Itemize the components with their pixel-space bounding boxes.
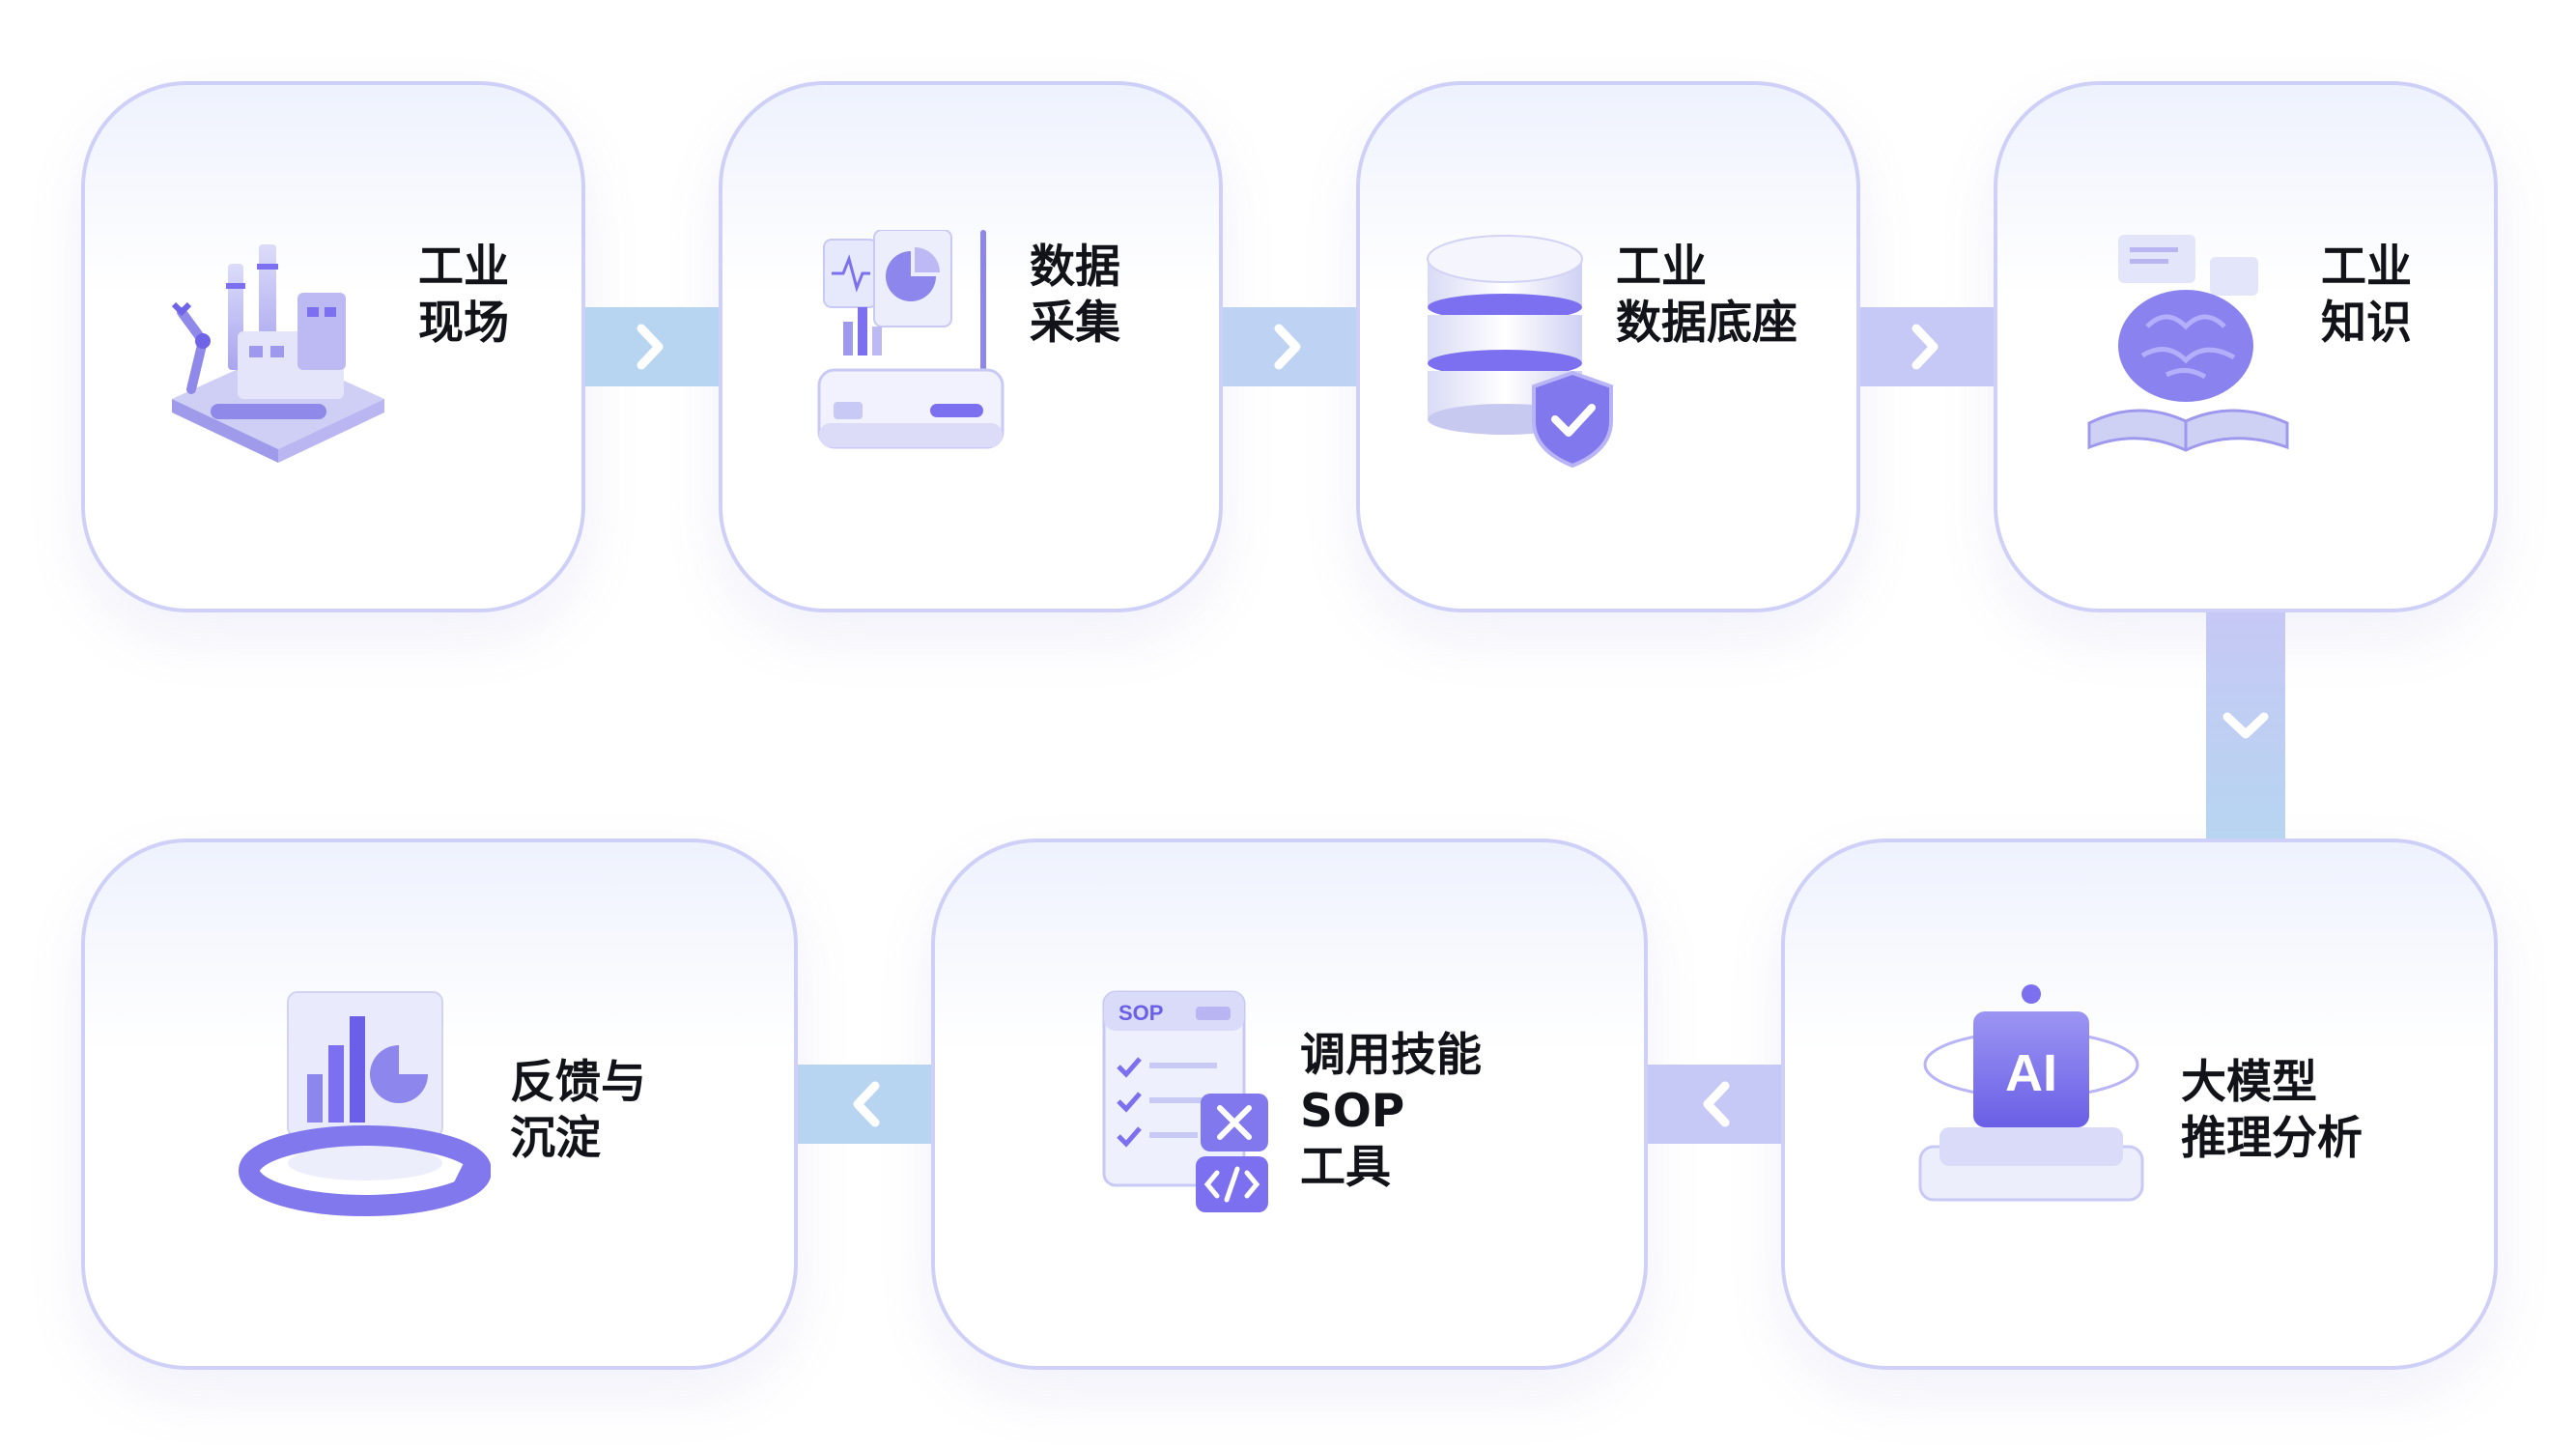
step-card-industrial-data-foundation: 工业数据底座 [1356, 81, 1860, 612]
flow-arrow-left [1648, 1065, 1781, 1144]
step-card-llm-inference: AI 大模型推理分析 [1781, 839, 2498, 1370]
step-card-feedback-accumulation: 反馈与沉淀 [81, 839, 798, 1370]
sop-checklist-tools-icon: SOP [1102, 990, 1268, 1212]
flow-arrow-down [2206, 612, 2285, 839]
flow-arrow-right [1860, 307, 1994, 386]
factory-robot-arm-icon [171, 244, 384, 463]
step-label: 工业知识 [2321, 241, 2412, 350]
brain-book-icon [2087, 235, 2289, 452]
feedback-chart-cycle-icon [239, 991, 491, 1216]
data-gateway-router-icon [817, 230, 1005, 449]
step-label: 工业数据底座 [1616, 241, 1798, 350]
step-card-data-collection: 数据采集 [719, 81, 1223, 612]
ai-chip-cube-icon: AI [1918, 984, 2144, 1202]
flow-arrow-left [798, 1065, 931, 1144]
step-label: 大模型推理分析 [2181, 1056, 2363, 1165]
sop-doc-text: SOP [1118, 1001, 1163, 1025]
step-label: 数据采集 [1030, 241, 1120, 350]
step-card-industrial-knowledge: 工业知识 [1994, 81, 2498, 612]
database-shield-icon [1427, 235, 1613, 469]
ai-cube-text: AI [2005, 1044, 2057, 1102]
flow-arrow-right [585, 307, 719, 386]
step-card-industrial-site: 工业现场 [81, 81, 585, 612]
step-label: 反馈与沉淀 [510, 1056, 646, 1165]
step-label: 工业现场 [418, 241, 509, 350]
flow-arrow-right [1223, 307, 1356, 386]
